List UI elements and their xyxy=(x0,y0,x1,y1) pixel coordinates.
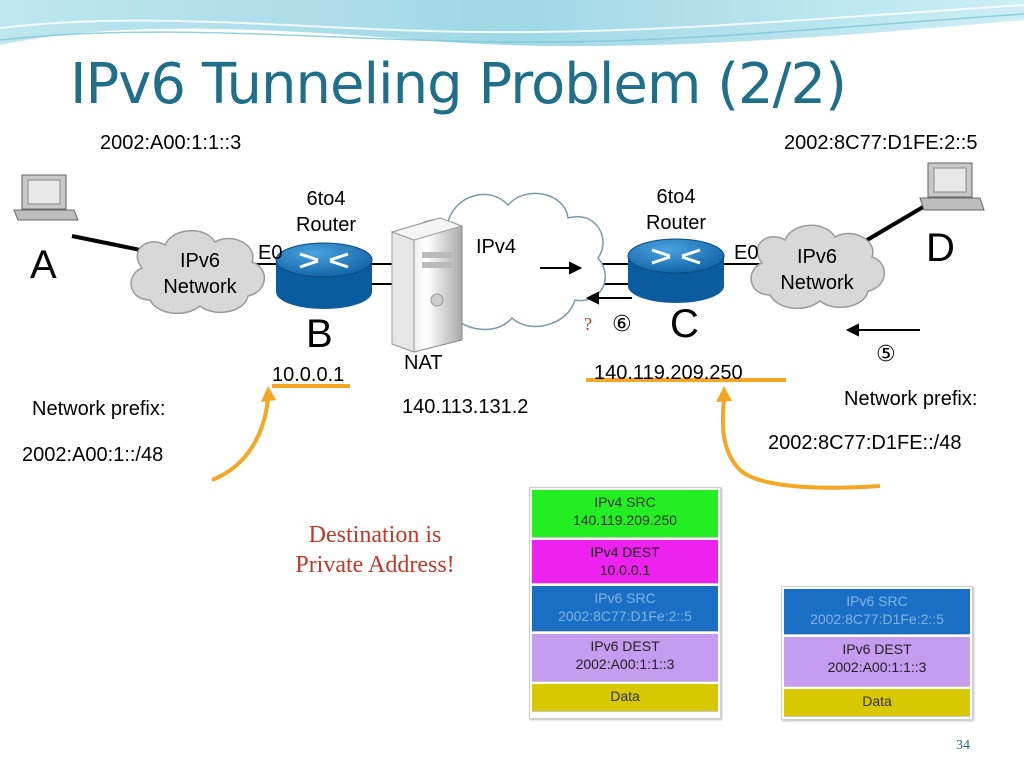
field-line1: IPv6 SRC xyxy=(594,590,656,606)
router-c-type-label: 6to4 Router xyxy=(626,184,726,236)
router-b-type-label: 6to4 Router xyxy=(276,186,376,238)
router-b-icon xyxy=(275,242,373,309)
header-decoration xyxy=(0,0,1024,47)
packet-left-field: Data xyxy=(532,684,718,712)
field-line2: 10.0.0.1 xyxy=(599,562,651,578)
left-network-line2: Network xyxy=(163,276,237,298)
highlight-arrowheads xyxy=(261,386,732,402)
router-b-type-line1: 6to4 xyxy=(306,188,346,210)
field-line1: IPv4 DEST xyxy=(590,544,660,560)
left-prefix-value: 2002:A00:1::/48 xyxy=(22,444,164,466)
computer-a-icon xyxy=(13,174,79,221)
router-b-interface: E0 xyxy=(258,242,283,264)
left-ipv6-cloud-shape xyxy=(130,229,265,315)
right-network-line1: IPv6 xyxy=(796,246,838,268)
right-prefix-label: Network prefix: xyxy=(844,388,978,410)
left-ipv6-network-label: IPv6 Network xyxy=(145,248,255,300)
step-5-marker: ⑤ xyxy=(876,342,896,367)
right-network-line2: Network xyxy=(780,272,854,294)
nat-ip: 140.113.131.2 xyxy=(402,396,529,418)
packet-left-field: IPv4 DEST 10.0.0.1 xyxy=(532,540,718,584)
right-ipv6-cloud-shape xyxy=(750,224,885,310)
router-c-type-line2: Router xyxy=(645,212,707,234)
field-line1: Data xyxy=(862,693,892,709)
callout-line1: Destination is xyxy=(308,522,442,548)
nat-server-icon xyxy=(390,217,464,353)
page-title: IPv6 Tunneling Problem (2/2) xyxy=(70,52,847,117)
field-line2: 2002:A00:1:1::3 xyxy=(827,659,927,675)
router-c-type-line1: 6to4 xyxy=(656,186,696,208)
arrows xyxy=(540,261,920,337)
router-b-ip: 10.0.0.1 xyxy=(272,364,345,386)
left-network-line1: IPv6 xyxy=(179,250,221,272)
field-line1: IPv6 SRC xyxy=(846,593,908,609)
private-address-callout: Destination is Private Address! xyxy=(270,520,480,580)
right-ipv6-network-label: IPv6 Network xyxy=(762,244,872,296)
field-line1: IPv4 SRC xyxy=(594,494,656,510)
callout-line2: Private Address! xyxy=(295,552,455,578)
router-c-interface: E0 xyxy=(734,242,759,264)
host-a-label: A xyxy=(30,243,57,287)
ipv4-cloud-label: IPv4 xyxy=(476,236,517,258)
right-prefix-value: 2002:8C77:D1FE::/48 xyxy=(768,432,962,454)
highlight-annotations xyxy=(211,378,881,490)
page-number: 34 xyxy=(956,738,970,753)
field-line1: IPv6 DEST xyxy=(590,638,660,654)
computer-d-icon xyxy=(919,162,985,211)
host-d-label: D xyxy=(926,226,955,270)
router-b-type-line2: Router xyxy=(295,214,357,236)
nat-label: NAT xyxy=(404,352,443,374)
host-a-address: 2002:A00:1:1::3 xyxy=(100,132,242,154)
packet-right-field: Data xyxy=(784,689,970,717)
field-line2: 2002:8C77:D1Fe:2::5 xyxy=(810,611,944,627)
field-line1: Data xyxy=(610,688,640,704)
router-b-label: B xyxy=(306,312,333,356)
step-6-marker: ⑥ xyxy=(612,312,632,337)
field-line2: 2002:8C77:D1Fe:2::5 xyxy=(558,608,692,624)
router-c-icon xyxy=(627,238,725,303)
field-line2: 140.119.209.250 xyxy=(572,512,678,528)
router-c-ip: 140.119.209.250 xyxy=(594,362,743,384)
field-line1: IPv6 DEST xyxy=(842,641,912,657)
left-prefix-label: Network prefix: xyxy=(32,398,166,420)
packet-left-field: IPv4 SRC 140.119.209.250 xyxy=(532,490,718,538)
router-c-label: C xyxy=(670,302,699,346)
field-line2: 2002:A00:1:1::3 xyxy=(575,656,675,672)
host-d-address: 2002:8C77:D1FE:2::5 xyxy=(784,132,978,154)
question-mark: ? xyxy=(584,314,592,334)
